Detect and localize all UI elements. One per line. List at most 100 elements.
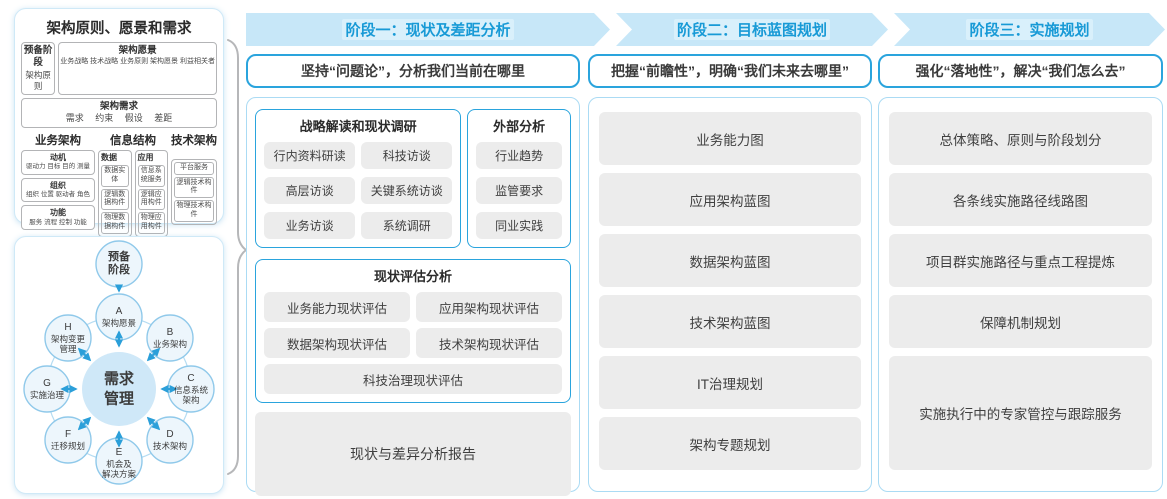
assessment-item: 业务能力现状评估 [264,292,410,322]
phase-1-content: 战略解读和现状调研 行内资料研读 科技访谈 高层访谈 关键系统访谈 业务访谈 系… [246,97,580,496]
survey-item: 关键系统访谈 [361,177,453,204]
data-item: 物理数据构件 [101,212,129,234]
double-arrow-icon [146,347,161,362]
external-item: 同业实践 [476,212,562,239]
box-items: 服务 流程 控制 功能 [29,218,87,226]
roadmap-item: 项目群实施路径与重点工程提炼 [889,234,1152,287]
phase-3-subtitle: 强化“落地性”，解决“我们怎么去” [878,54,1163,88]
application-title: 应用 [137,152,154,162]
prep-vision-row: 预备阶段 架构原则 架构愿景 业务战略 技术战略 业务原则 架构愿景 利益相关者 [21,42,217,95]
phase-1-subtitle: 坚持“问题论”，分析我们当前在哪里 [246,54,580,88]
blueprint-item: 业务能力图 [599,112,861,165]
box-title: 功能 [50,208,66,218]
center-circle [82,352,156,426]
blueprint-item: 架构专题规划 [599,417,861,470]
double-arrow-icon [146,416,161,431]
phase-2-content: 业务能力图 应用架构蓝图 数据架构蓝图 技术架构蓝图 IT治理规划 架构专题规划 [588,97,872,492]
requirements-title: 架构需求 [99,100,138,112]
external-title: 外部分析 [493,119,546,134]
roadmap-item: 保障机制规划 [889,295,1152,348]
phase-3-header: 阶段三：实施规划 [894,13,1165,46]
technology-column: 平台服务 逻辑技术构件 物理技术构件 [171,158,217,225]
survey-item: 高层访谈 [264,177,356,204]
assessment-title: 现状评估分析 [373,269,452,284]
roadmap-item: 各条线实施路径线路图 [889,173,1152,226]
prep-item: 架构原则 [25,69,51,91]
data-item: 逻辑数据构件 [101,188,129,211]
information-structure-section: 信息结构 数据 数据实体 逻辑数据构件 物理数据构件 应用 信息系统服务 逻辑应… [98,132,168,237]
information-title: 信息结构 [110,134,156,147]
business-box: 动机 驱动力 目标 目的 测量 [21,149,95,175]
phase-2-header: 阶段二：目标蓝图规划 [616,13,888,46]
adm-cycle-diagram [23,240,215,485]
panel-title: 架构原则、愿景和需求 [46,21,192,37]
requirements-management-label: 需求管理 [103,370,135,408]
external-analysis-box: 外部分析 行业趋势 监管要求 同业实践 [467,109,571,248]
assessment-box: 现状评估分析 业务能力现状评估 应用架构现状评估 数据架构现状评估 技术架构现状… [255,259,571,403]
assessment-item: 技术架构现状评估 [416,328,562,358]
box-title: 动机 [50,152,66,162]
external-item: 监管要求 [476,177,562,204]
survey-title: 战略解读和现状调研 [299,119,417,134]
external-item: 行业趋势 [476,142,562,169]
business-box: 功能 服务 流程 控制 功能 [21,205,95,231]
blueprint-item: 应用架构蓝图 [599,173,861,226]
requirements-items: 需求 约束 假设 差距 [65,113,173,124]
architecture-content-panel: 架构原则、愿景和需求 预备阶段 架构原则 架构愿景 业务战略 技术战略 业务原则… [14,8,224,278]
roadmap-item-tall: 实施执行中的专家管控与跟踪服务 [889,356,1152,470]
phase-3-content: 总体策略、原则与阶段划分 各条线实施路径线路图 项目群实施路径与重点工程提炼 保… [878,97,1163,492]
technology-item: 平台服务 [174,161,214,175]
blueprint-item: IT治理规划 [599,356,861,409]
survey-item: 系统调研 [361,212,453,239]
survey-item: 行内资料研读 [264,142,356,169]
box-items: 组织 位置 驱动者 角色 [26,191,90,199]
assessment-item: 数据架构现状评估 [264,328,410,358]
data-column: 数据 数据实体 逻辑数据构件 物理数据构件 [98,149,132,237]
prep-phase-box: 预备阶段 架构原则 [21,42,56,95]
assessment-item: 应用架构现状评估 [416,292,562,322]
assessment-item-full: 科技治理现状评估 [264,364,562,394]
survey-item: 业务访谈 [264,212,356,239]
technology-item: 物理技术构件 [174,200,214,222]
double-arrow-icon [77,347,92,362]
blueprint-item: 数据架构蓝图 [599,234,861,287]
data-item: 数据实体 [101,165,129,187]
business-title: 业务架构 [35,134,81,147]
architecture-sections-row: 业务架构 动机 驱动力 目标 目的 测量 组织 组织 位置 驱动者 角色 功能 … [21,132,217,237]
data-title: 数据 [101,152,117,162]
double-arrow-icon [77,416,92,431]
application-item: 逻辑应用构件 [137,188,165,211]
survey-item: 科技访谈 [361,142,453,169]
vision-title: 架构愿景 [118,45,157,56]
application-item: 物理应用构件 [137,212,165,234]
application-column: 应用 信息系统服务 逻辑应用构件 物理应用构件 [134,149,168,237]
blueprint-item: 技术架构蓝图 [599,295,861,348]
box-title: 组织 [50,180,66,190]
requirements-box: 架构需求 需求 约束 假设 差距 [21,97,217,128]
technology-title: 技术架构 [171,134,217,147]
gap-report-box: 现状与差异分析报告 [255,412,571,496]
vision-items: 业务战略 技术战略 业务原则 架构愿景 利益相关者 [60,58,215,66]
prep-title: 预备阶段 [23,45,53,69]
roadmap-item: 总体策略、原则与阶段划分 [889,112,1152,165]
survey-box: 战略解读和现状调研 行内资料研读 科技访谈 高层访谈 关键系统访谈 业务访谈 系… [255,109,462,248]
technology-architecture-section: 技术架构 平台服务 逻辑技术构件 物理技术构件 [171,132,217,225]
business-architecture-section: 业务架构 动机 驱动力 目标 目的 测量 组织 组织 位置 驱动者 角色 功能 … [21,132,95,231]
phase-1-header: 阶段一：现状及差距分析 [246,13,610,46]
business-box: 组织 组织 位置 驱动者 角色 [21,177,95,203]
vision-box: 架构愿景 业务战略 技术战略 业务原则 架构愿景 利益相关者 [58,42,217,95]
phase-2-subtitle: 把握“前瞻性”，明确“我们未来去哪里” [588,54,872,88]
application-item: 信息系统服务 [137,165,165,187]
prep-phase-label: 预备阶段 [108,250,130,276]
box-items: 驱动力 目标 目的 测量 [26,163,90,171]
